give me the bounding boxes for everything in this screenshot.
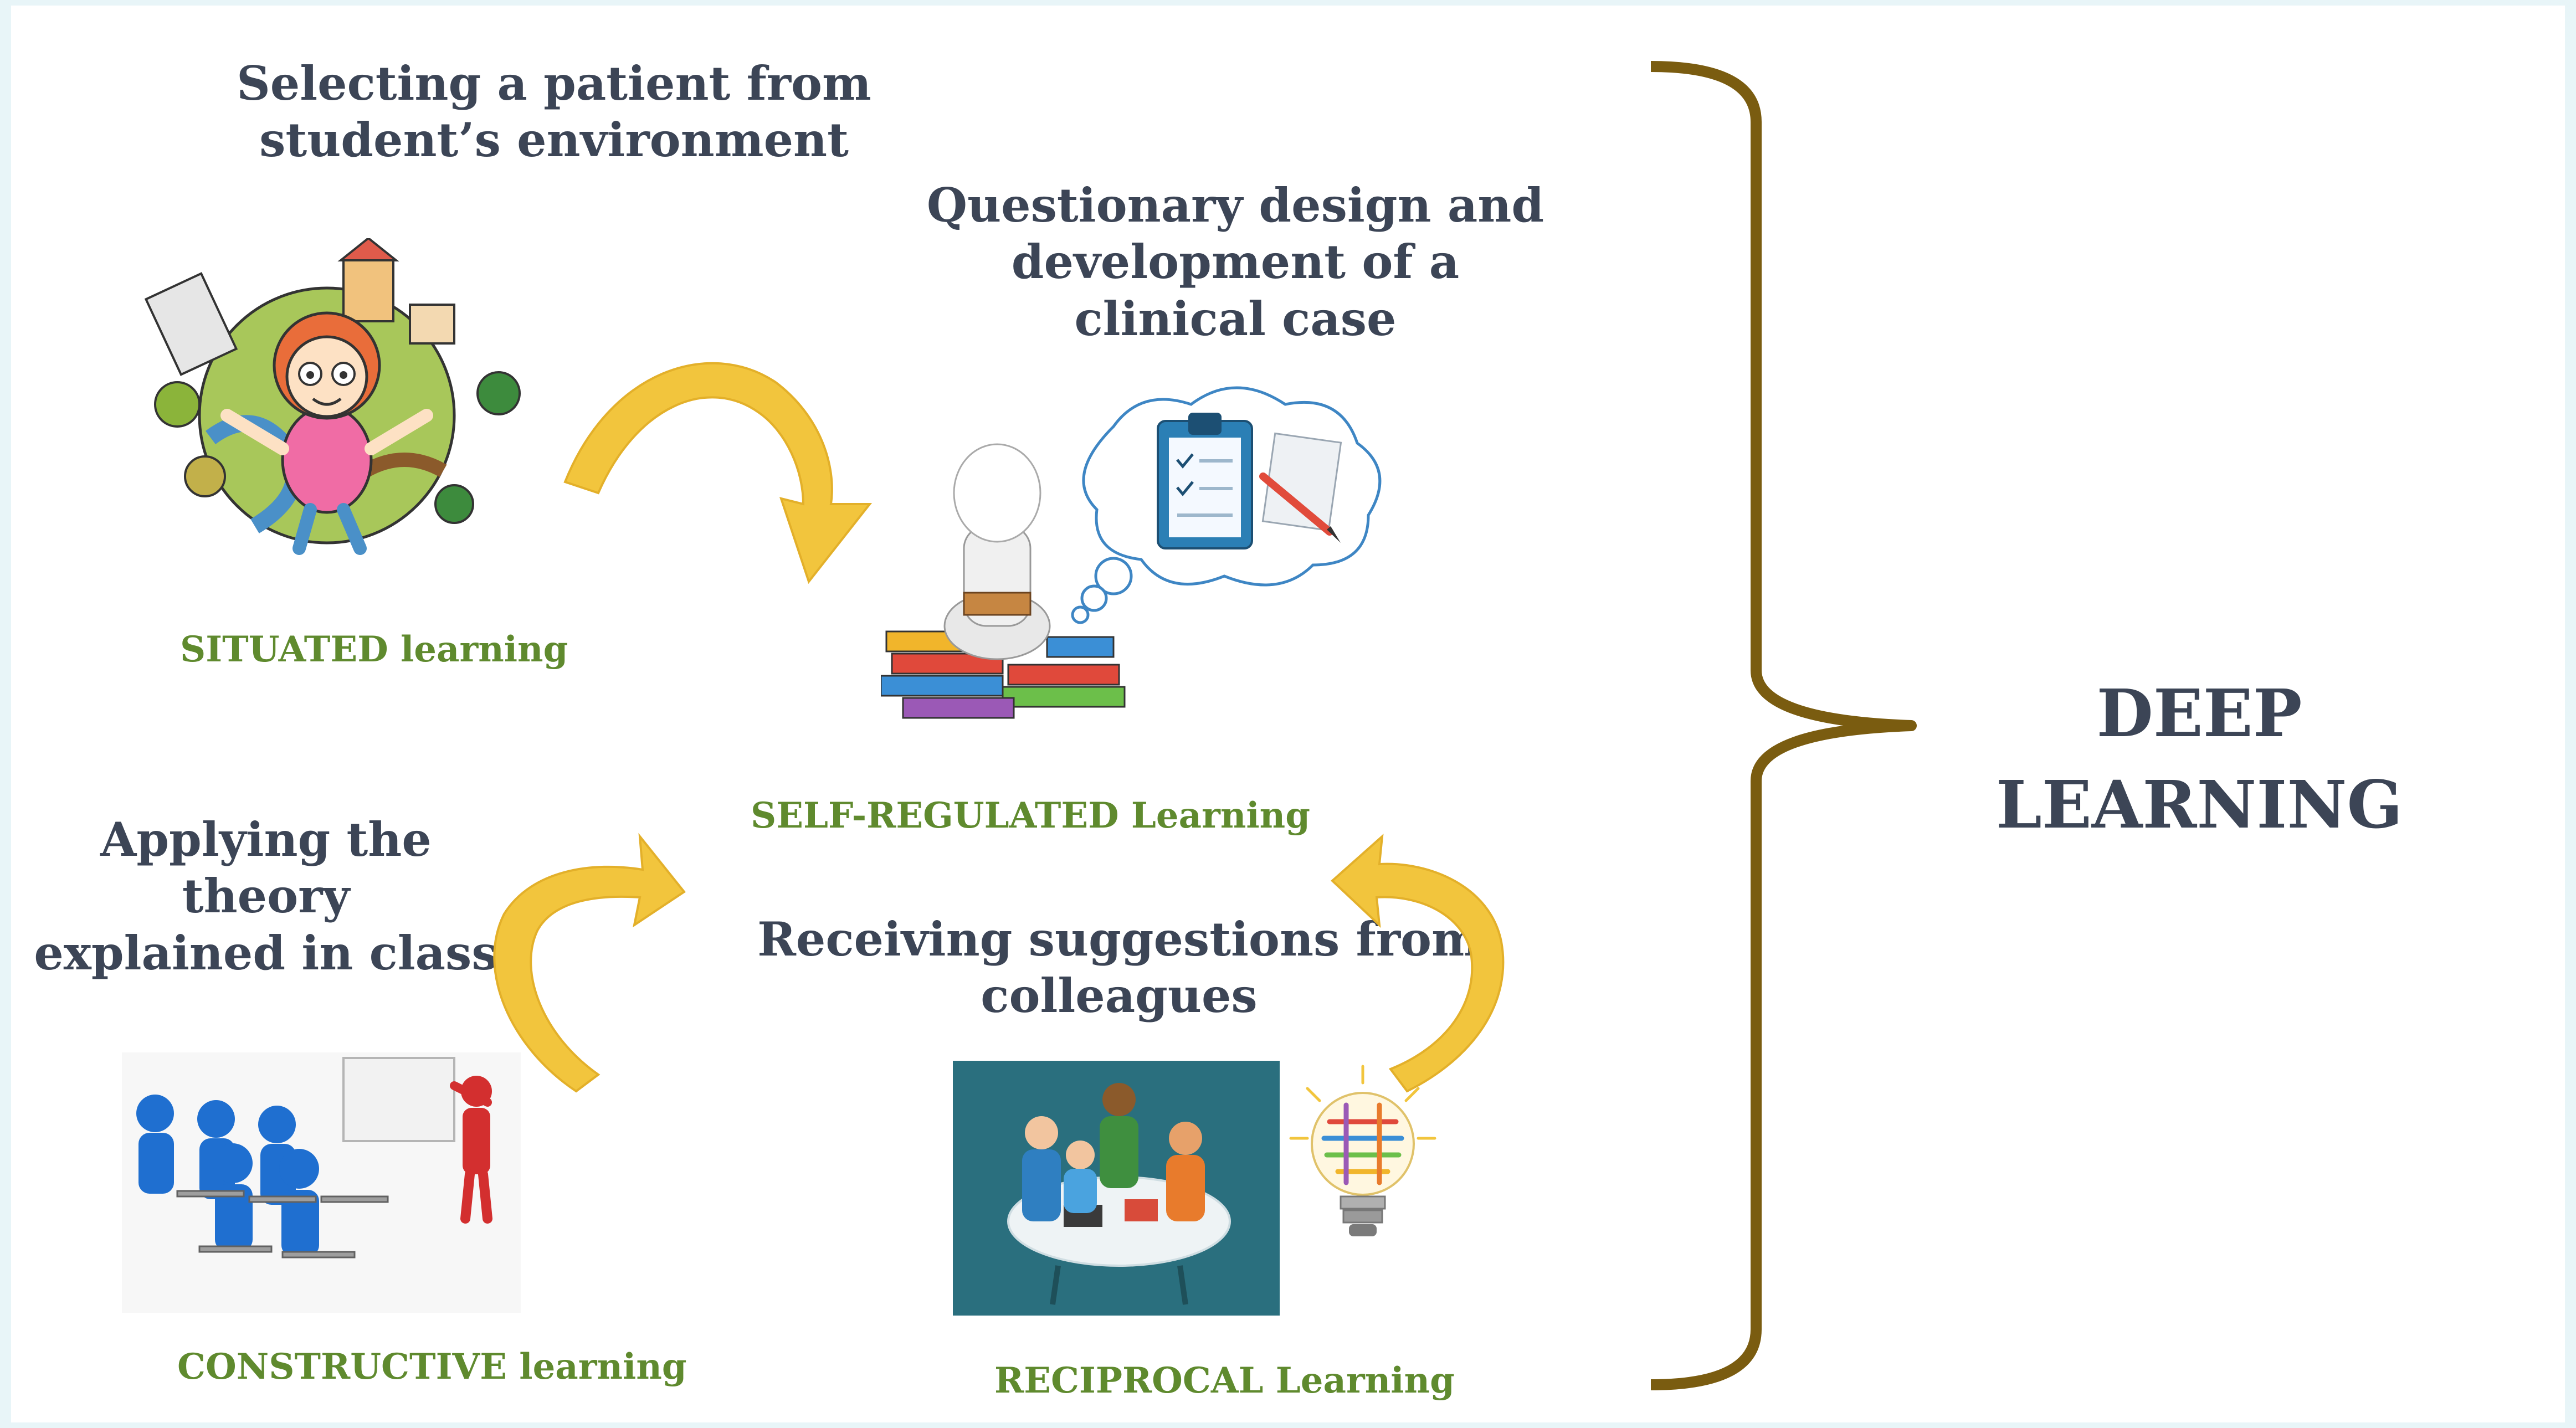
label-situated-learning: SITUATED learning bbox=[180, 629, 568, 670]
label-self-regulated-learning: SELF-REGULATED Learning bbox=[751, 795, 1310, 836]
caption-questionary-design: Questionary design and development of a … bbox=[926, 178, 1544, 346]
documents-pencil-icon bbox=[1259, 432, 1342, 543]
connectors-layer bbox=[493, 61, 1917, 1390]
lightbulb-icon bbox=[1289, 1065, 1436, 1236]
self-study-illustration bbox=[881, 386, 1382, 719]
students-group bbox=[136, 1095, 319, 1256]
desks bbox=[176, 1190, 389, 1259]
clipboard-icon bbox=[1157, 413, 1253, 549]
deep-learning-line2: LEARNING bbox=[1995, 766, 2403, 844]
caption-selecting-patient: Selecting a patient from student’s envir… bbox=[237, 56, 871, 168]
team-collaboration-illustration bbox=[953, 1061, 1280, 1316]
curly-brace bbox=[1650, 61, 1917, 1390]
arrow-reciprocal-to-self-regulated bbox=[1331, 834, 1505, 1093]
classroom-illustration bbox=[122, 1052, 521, 1313]
reading-figure bbox=[943, 443, 1051, 660]
diagram-canvas: Selecting a patient from student’s envir… bbox=[11, 6, 2565, 1422]
deep-learning-line1: DEEP bbox=[2096, 675, 2302, 752]
arrow-situated-to-self-regulated bbox=[563, 362, 873, 584]
label-constructive-learning: CONSTRUCTIVE learning bbox=[177, 1346, 687, 1388]
label-reciprocal-learning: RECIPROCAL Learning bbox=[994, 1360, 1455, 1401]
arrow-constructive-to-self-regulated bbox=[493, 833, 686, 1093]
caption-applying-theory: Applying the theory explained in class bbox=[34, 812, 498, 980]
world-child-illustration bbox=[144, 238, 521, 555]
deep-learning-title: DEEP LEARNING bbox=[1950, 667, 2449, 850]
